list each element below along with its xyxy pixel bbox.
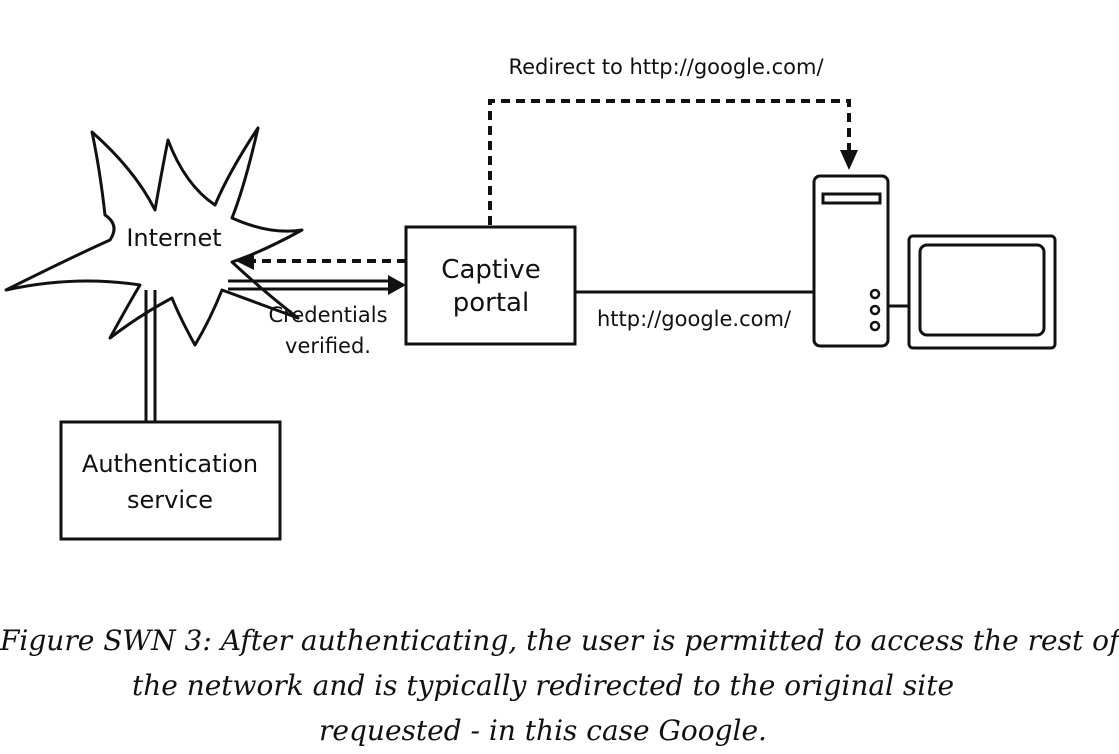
captive-portal-box: [404, 225, 577, 346]
request-url-label: http://google.com/: [597, 307, 792, 331]
caption-line-3: requested - in this case Google.: [319, 714, 767, 747]
authentication-service-box: [59, 420, 282, 541]
authentication-service-node: Authentication service: [59, 420, 282, 541]
credentials-label-line2: verified.: [285, 334, 371, 358]
authentication-service-label-line1: Authentication: [82, 450, 258, 478]
internet-auth-link: [144, 290, 157, 422]
captive-portal-diagram: Internet Authentication service Credenti…: [4, 55, 1057, 541]
monitor-icon: [907, 234, 1057, 350]
internet-label: Internet: [126, 224, 221, 252]
figure-caption: Figure SWN 3: After authenticating, the …: [0, 618, 1119, 753]
authentication-service-label-line2: service: [127, 486, 213, 514]
internet-cloud-shape: [4, 126, 304, 347]
captive-portal-label-line1: Captive: [441, 255, 540, 285]
internet-cloud: Internet: [4, 126, 304, 347]
redirect-dashed-arrow: [488, 99, 858, 225]
portal-to-internet-dashed-arrow: [236, 252, 406, 270]
captive-portal-node: Captive portal: [404, 225, 577, 346]
caption-line-1: Figure SWN 3: After authenticating, the …: [0, 624, 1119, 657]
redirect-label: Redirect to http://google.com/: [508, 55, 824, 79]
computer-tower-icon: [812, 174, 890, 348]
caption-line-2: the network and is typically redirected …: [131, 669, 955, 702]
internet-to-portal-arrow: [228, 275, 406, 295]
captive-portal-label-line2: portal: [453, 288, 529, 318]
credentials-label-line1: Credentials: [268, 303, 387, 327]
